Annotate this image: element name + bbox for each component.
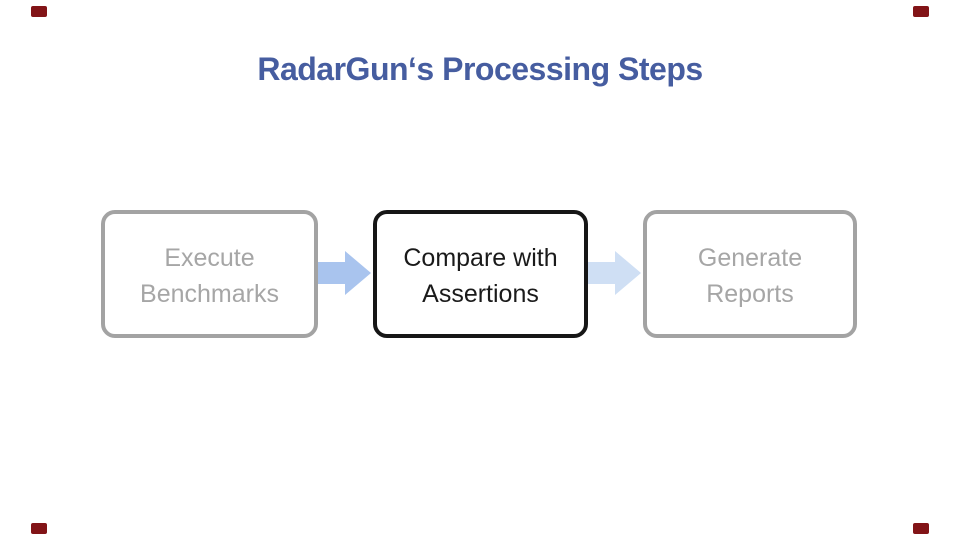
right-arrow-icon bbox=[318, 251, 371, 295]
step-label-line: Compare with bbox=[403, 243, 558, 272]
corner-mark-top-right bbox=[913, 6, 929, 17]
slide-title: RadarGun‘s Processing Steps bbox=[257, 51, 703, 87]
step-label-line: Execute bbox=[164, 243, 255, 272]
right-arrow-shape bbox=[318, 251, 371, 295]
step-label-line: Assertions bbox=[422, 279, 539, 308]
step-box-generate-reports: Generate Reports bbox=[643, 210, 857, 338]
corner-mark-bottom-left bbox=[31, 523, 47, 534]
corner-mark-bottom-right bbox=[913, 523, 929, 534]
right-arrow-icon bbox=[588, 251, 641, 295]
step-box-compare-with-assertions: Compare with Assertions bbox=[373, 210, 588, 338]
right-arrow-shape bbox=[588, 251, 641, 295]
step-label-line: Reports bbox=[706, 279, 794, 308]
step-label-line: Benchmarks bbox=[140, 279, 279, 308]
step-box-execute-benchmarks: Execute Benchmarks bbox=[101, 210, 318, 338]
step-label-line: Generate bbox=[697, 243, 803, 272]
corner-mark-top-left bbox=[31, 6, 47, 17]
